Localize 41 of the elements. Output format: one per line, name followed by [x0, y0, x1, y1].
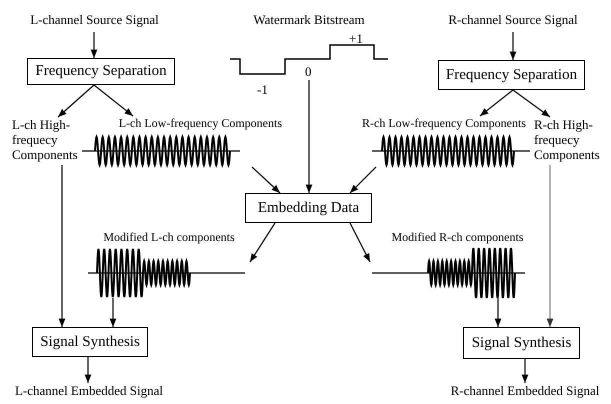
- node-label: L-channel Source Signal: [30, 12, 159, 27]
- arrow: [512, 90, 550, 118]
- arrow: [58, 84, 94, 118]
- arrow: [252, 166, 280, 194]
- process-box: [245, 193, 372, 223]
- box-label: Embedding Data: [258, 200, 360, 216]
- node-label: L-ch High- frequecy Components: [12, 117, 79, 162]
- arrow: [480, 90, 514, 116]
- node-label: R-channel Embedded Signal: [450, 383, 600, 398]
- box-label: Signal Synthesis: [40, 334, 140, 350]
- arrow: [510, 32, 516, 60]
- arrow: [522, 359, 528, 383]
- process-box: [438, 60, 585, 90]
- arrow: [250, 222, 276, 262]
- box-label: Frequency Separation: [446, 66, 578, 84]
- level-label: +1: [349, 31, 363, 46]
- signal-label: Modified L-ch components: [103, 230, 235, 245]
- node-label: R-channel Source Signal: [448, 12, 578, 27]
- process-box: [27, 58, 175, 85]
- level-label: -1: [257, 82, 268, 97]
- arrow: [350, 166, 376, 194]
- signal-label: L-ch Low-frequency Components: [118, 116, 282, 131]
- signal-label: Modified R-ch components: [392, 230, 524, 245]
- arrow: [94, 84, 134, 116]
- arrow: [90, 32, 98, 58]
- node-label: R-ch High- frequecy Components: [534, 117, 601, 162]
- arrow: [306, 80, 312, 193]
- arrow: [349, 222, 371, 262]
- arrow: [58, 165, 66, 327]
- level-label: 0: [305, 64, 312, 79]
- box-label: Frequency Separation: [35, 63, 167, 80]
- process-box: [463, 327, 580, 359]
- arrow: [494, 298, 502, 327]
- box-label: Signal Synthesis: [472, 334, 572, 352]
- arrow: [84, 357, 92, 383]
- node-label: L-channel Embedded Signal: [14, 383, 163, 398]
- signal-label: R-ch Low-frequency Components: [362, 116, 526, 131]
- process-box: [32, 327, 148, 357]
- arrow: [546, 165, 554, 327]
- signal-label: Watermark Bitstream: [253, 12, 365, 27]
- arrow: [110, 298, 116, 327]
